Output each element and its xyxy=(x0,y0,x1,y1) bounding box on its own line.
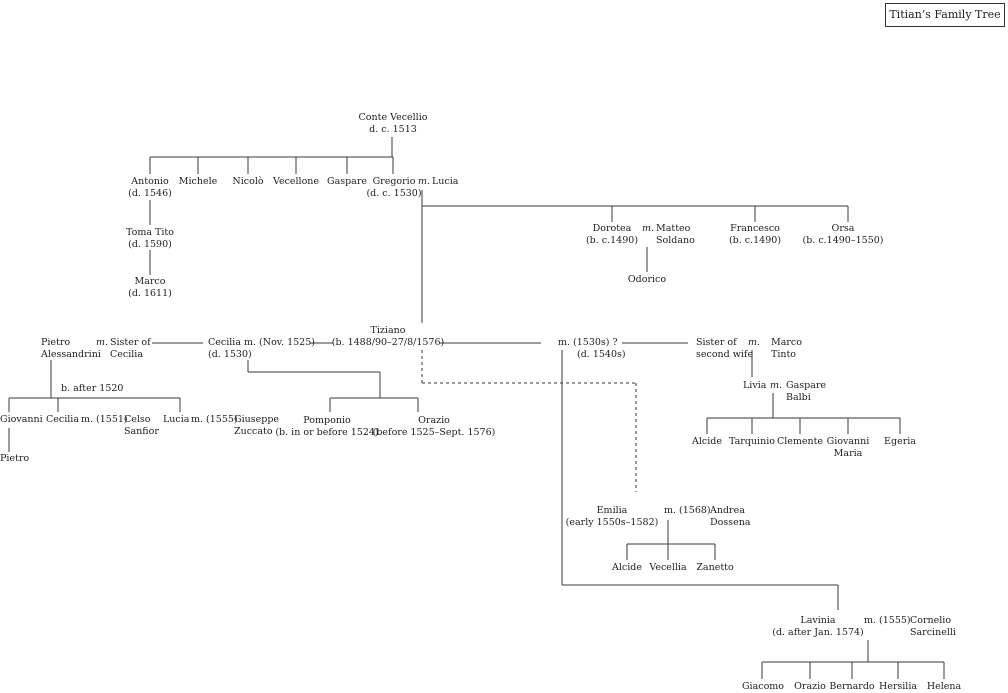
person-livia: Livia xyxy=(743,380,767,391)
person-hersilia: Hersilia xyxy=(878,681,918,692)
person-vecellia: Vecellia xyxy=(649,562,687,573)
person-giovanni: Giovanni xyxy=(0,414,43,425)
person-clemente: Clemente xyxy=(776,436,824,447)
person-orsa: Orsa(b. c.1490–1550) xyxy=(802,223,884,246)
person-gaspare: Gaspare xyxy=(326,176,368,187)
person-tarquinio: Tarquinio xyxy=(729,436,775,447)
person-orazio: Orazio(before 1525–Sept. 1576) xyxy=(372,415,496,438)
person-odorico: Odorico xyxy=(627,274,667,285)
person-gregorio: Gregorio(d. c. 1530) xyxy=(366,176,422,199)
person-alcide-balbi: Alcide xyxy=(692,436,722,447)
person-emilia: Emilia(early 1550s–1582) xyxy=(565,505,659,528)
person-tiziano: Tiziano(b. 1488/90–27/8/1576) xyxy=(331,325,445,348)
person-second-wife: (d. 1540s) xyxy=(577,349,626,360)
person-egeria: Egeria xyxy=(884,436,916,447)
person-bernardo: Bernardo xyxy=(829,681,875,692)
person-marco-1611: Marco(d. 1611) xyxy=(128,276,172,299)
person-cecilia-wife: Cecilia(d. 1530) xyxy=(208,337,252,360)
person-lucia-mother: Lucia xyxy=(432,176,459,187)
person-francesco: Francesco(b. c.1490) xyxy=(728,223,782,246)
person-nicolo: Nicolò xyxy=(232,176,264,187)
person-dorotea: Dorotea(b. c.1490) xyxy=(585,223,639,246)
marriage-dorotea: m. xyxy=(642,223,655,234)
diagram-title: Titian’s Family Tree xyxy=(885,3,1005,27)
person-zanetto: Zanetto xyxy=(696,562,734,573)
person-giacomo: Giacomo xyxy=(741,681,785,692)
marriage-lucia-jr: m. (1555) xyxy=(191,414,238,425)
marriage-second-wife: m. (1530s) ? xyxy=(558,337,618,348)
person-cecilia-jr: Cecilia xyxy=(46,414,79,425)
marriage-cecilia: m. (Nov. 1525) xyxy=(244,337,315,348)
person-pomponio: Pomponio(b. in or before 1524) xyxy=(275,415,379,438)
person-toma-tito: Toma Tito(d. 1590) xyxy=(126,227,174,250)
person-antonio: Antonio(d. 1546) xyxy=(128,176,172,199)
person-lucia-jr: Lucia xyxy=(163,414,190,425)
person-pietro-jr: Pietro xyxy=(0,453,30,464)
marriage-livia: m. xyxy=(770,380,783,391)
note-born-after-1520: b. after 1520 xyxy=(61,383,124,394)
marriage-sister: m. xyxy=(748,337,761,348)
person-michele: Michele xyxy=(178,176,218,187)
marriage-lavinia: m. (1555) xyxy=(864,615,911,626)
marriage-pietro: m. xyxy=(96,337,109,348)
person-lavinia: Lavinia(d. after Jan. 1574) xyxy=(772,615,864,638)
person-vecellone: Vecellone xyxy=(272,176,320,187)
marriage-emilia: m. (1568) xyxy=(664,505,711,516)
person-orazio-sarcinelli: Orazio xyxy=(794,681,826,692)
marriage-gregorio: m. xyxy=(418,176,431,187)
person-helena: Helena xyxy=(926,681,962,692)
marriage-cecilia-jr: m. (1551) xyxy=(81,414,128,425)
person-alcide-dossena: Alcide xyxy=(612,562,642,573)
